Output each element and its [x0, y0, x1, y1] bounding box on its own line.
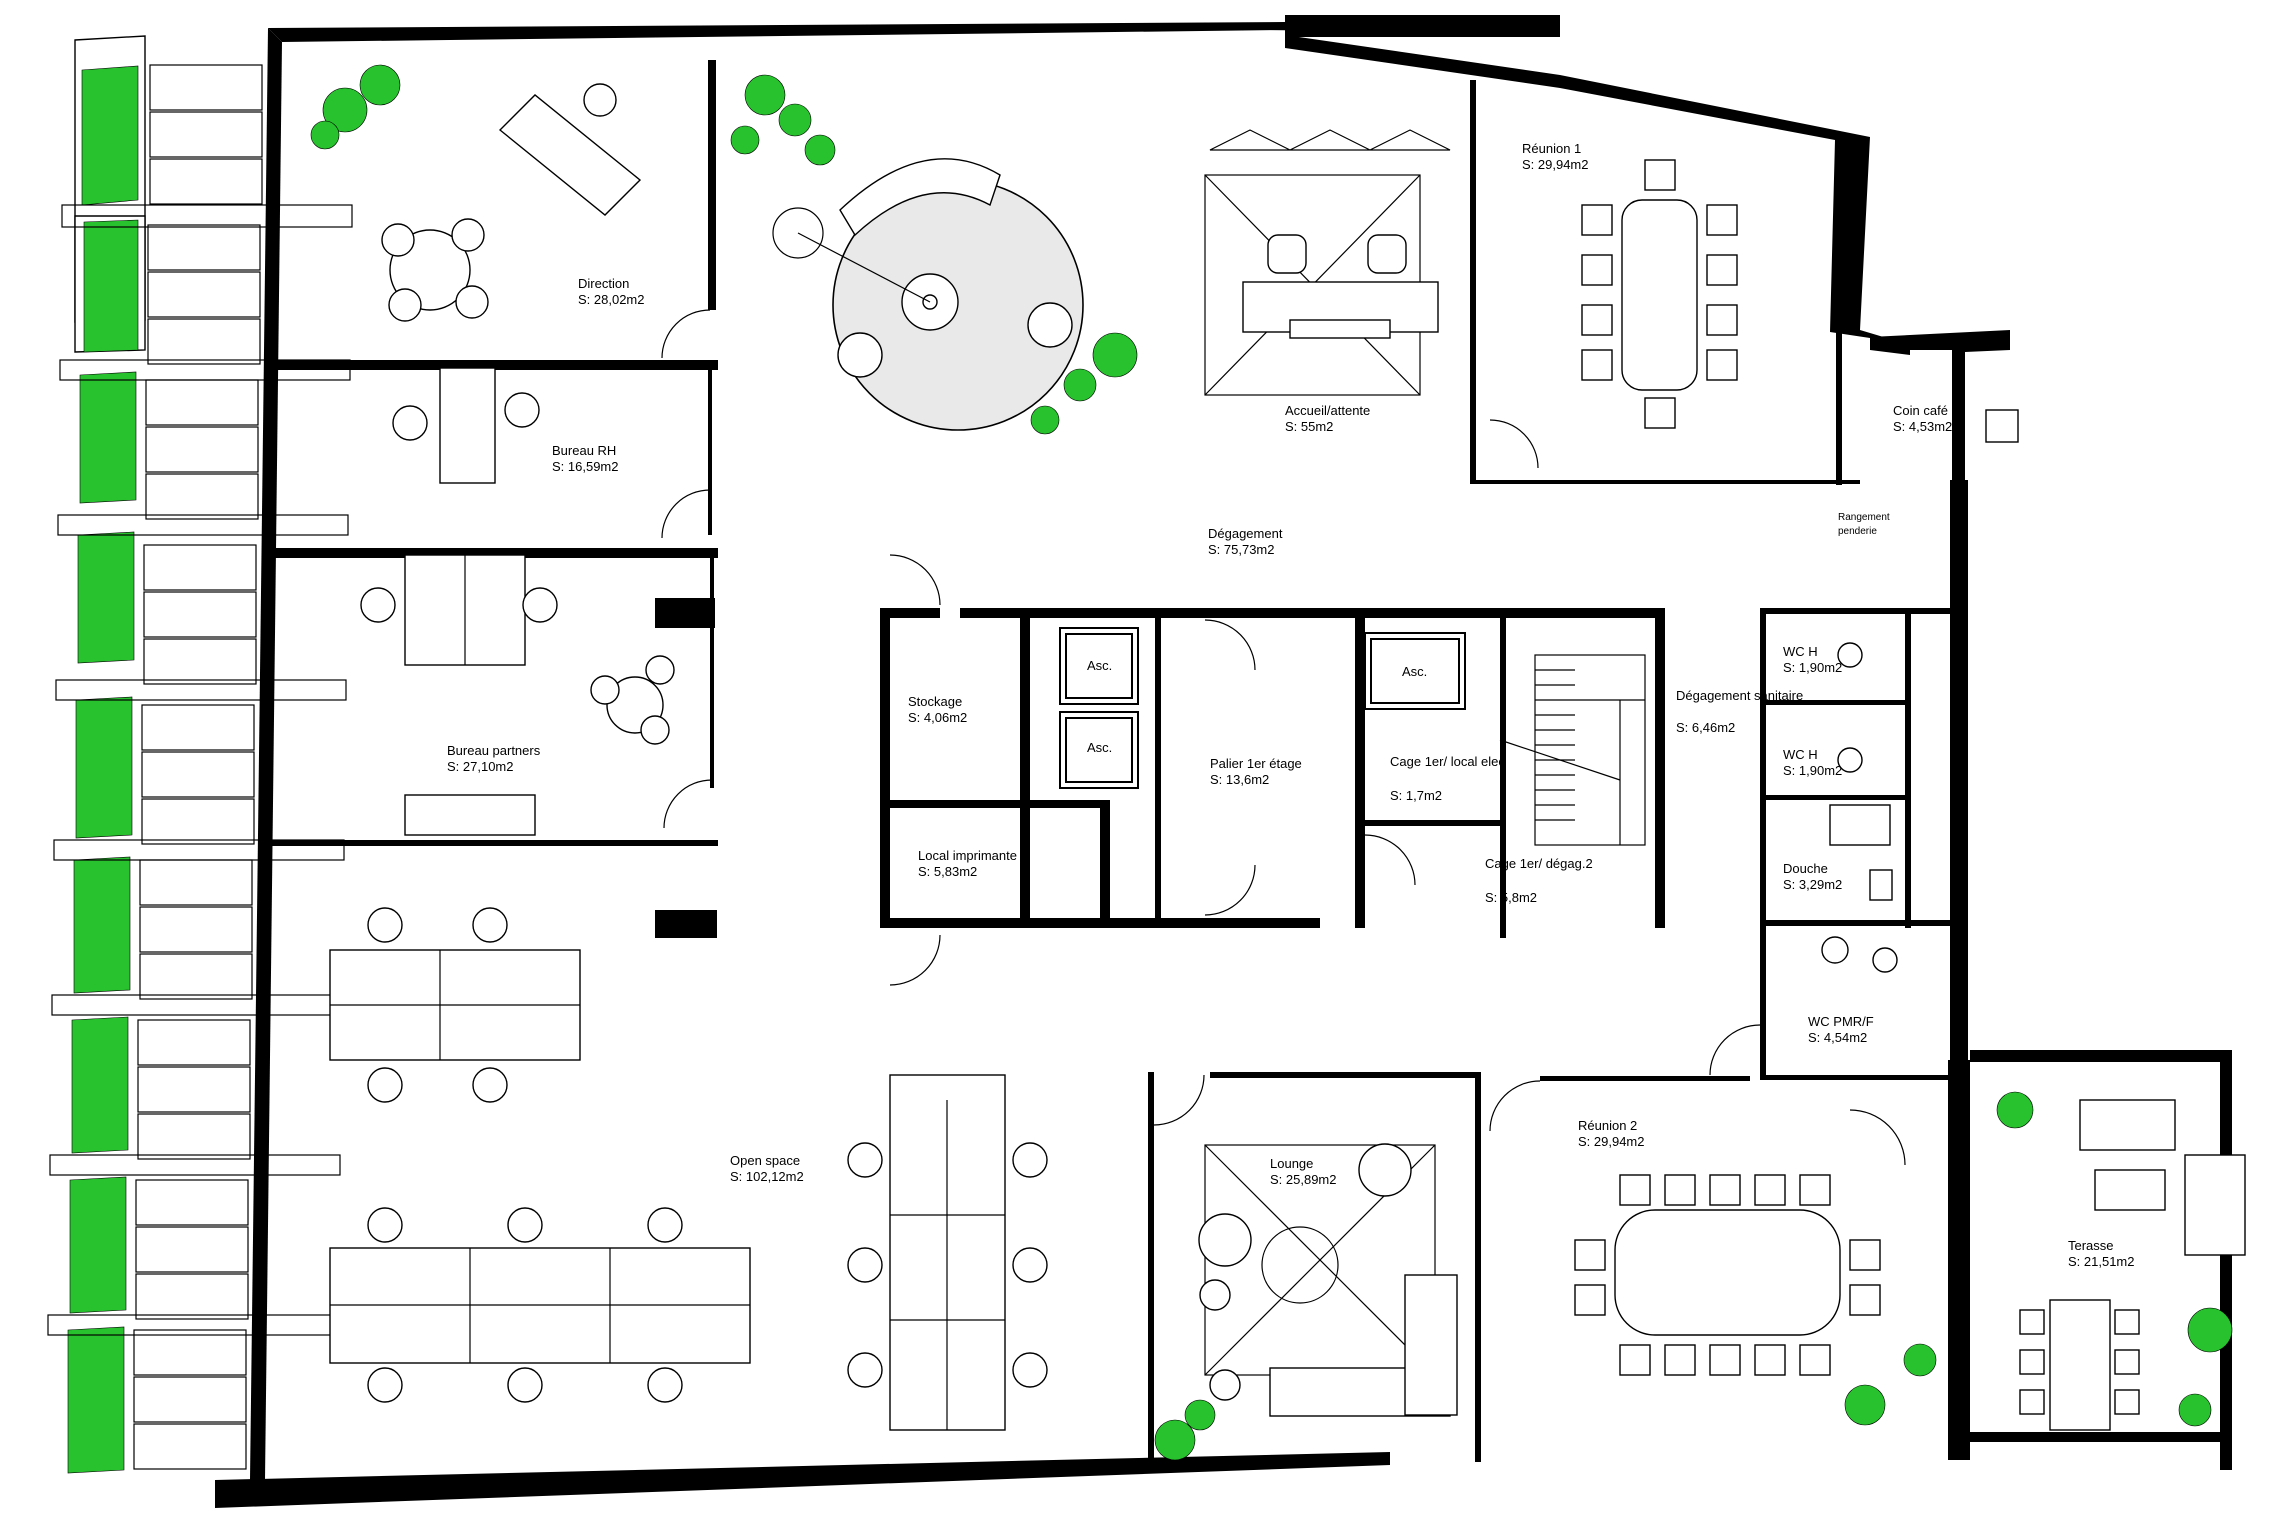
- room-local-imprimante-area: S: 5,83m2: [918, 864, 977, 879]
- room-bureau-partners-name: Bureau partners: [447, 743, 541, 758]
- room-bureau-partners-area: S: 27,10m2: [447, 759, 514, 774]
- room-open-space-name: Open space: [730, 1153, 800, 1168]
- lounge-furniture: [1198, 1143, 1458, 1417]
- room-cage-degag-area: S: 5,8m2: [1485, 890, 1537, 905]
- asc-label-3: Asc.: [1402, 664, 1427, 679]
- room-degagement-name: Dégagement: [1208, 526, 1283, 541]
- room-wc-h-1-name: WC H: [1783, 644, 1818, 659]
- room-accueil-name: Accueil/attente: [1285, 403, 1370, 418]
- reunion-1-table: [1581, 159, 1738, 429]
- room-wc-h-1-area: S: 1,90m2: [1783, 660, 1842, 675]
- interior-walls: [268, 60, 1950, 1462]
- room-palier-area: S: 13,6m2: [1210, 772, 1269, 787]
- room-stockage-name: Stockage: [908, 694, 962, 709]
- room-open-space-area: S: 102,12m2: [730, 1169, 804, 1184]
- room-coin-cafe-name: Coin café: [1893, 403, 1948, 418]
- terasse-furniture: [2019, 1099, 2246, 1431]
- room-reunion-2-name: Réunion 2: [1578, 1118, 1637, 1133]
- facade-hedge: [47, 35, 353, 1474]
- room-accueil-area: S: 55m2: [1285, 419, 1333, 434]
- sanitary-fixtures: [1821, 409, 2019, 973]
- doors: [661, 309, 1906, 1166]
- room-bureau-rh-area: S: 16,59m2: [552, 459, 619, 474]
- rangement-label-line1: Rangement: [1838, 512, 1890, 523]
- room-reunion-2-area: S: 29,94m2: [1578, 1134, 1645, 1149]
- room-wc-pmr-area: S: 4,54m2: [1808, 1030, 1867, 1045]
- room-cage-elec-name: Cage 1er/ local elec: [1390, 754, 1505, 769]
- asc-label-2: Asc.: [1087, 740, 1112, 755]
- room-cage-degag-name: Cage 1er/ dégag.2: [1485, 856, 1593, 871]
- room-wc-h-2-name: WC H: [1783, 747, 1818, 762]
- room-degagement-sanitaire-name: Dégagement sanitaire: [1676, 688, 1803, 703]
- room-wc-h-2-area: S: 1,90m2: [1783, 763, 1842, 778]
- room-degagement-area: S: 75,73m2: [1208, 542, 1275, 557]
- direction-furniture: [381, 83, 642, 322]
- room-douche-area: S: 3,29m2: [1783, 877, 1842, 892]
- room-cage-elec-area: S: 1,7m2: [1390, 788, 1442, 803]
- open-space-desks: [329, 907, 1048, 1431]
- room-stockage-area: S: 4,06m2: [908, 710, 967, 725]
- room-direction-name: Direction: [578, 276, 629, 291]
- staircase: [1499, 654, 1646, 846]
- room-direction-area: S: 28,02m2: [578, 292, 645, 307]
- room-terasse-area: S: 21,51m2: [2068, 1254, 2135, 1269]
- room-lounge-name: Lounge: [1270, 1156, 1313, 1171]
- rangement-label-line2: penderie: [1838, 526, 1877, 537]
- accueil-zone: [1204, 129, 1451, 396]
- room-coin-cafe-area: S: 4,53m2: [1893, 419, 1952, 434]
- reunion-2-table: [1574, 1174, 1881, 1376]
- elevators: [1059, 627, 1466, 789]
- room-degagement-sanitaire-area: S: 6,46m2: [1676, 720, 1735, 735]
- room-palier-name: Palier 1er étage: [1210, 756, 1302, 771]
- room-douche-name: Douche: [1783, 861, 1828, 876]
- room-labels: Direction S: 28,02m2 Bureau RH S: 16,59m…: [447, 141, 2135, 1269]
- asc-label-1: Asc.: [1087, 658, 1112, 673]
- room-lounge-area: S: 25,89m2: [1270, 1172, 1337, 1187]
- room-terasse-name: Terasse: [2068, 1238, 2114, 1253]
- plant-icons: [310, 64, 2233, 1461]
- lounge-rug: [772, 158, 1084, 431]
- room-reunion-1-area: S: 29,94m2: [1522, 157, 1589, 172]
- office-desks: [360, 367, 717, 938]
- room-local-imprimante-name: Local imprimante: [918, 848, 1017, 863]
- room-wc-pmr-name: WC PMR/F: [1808, 1014, 1874, 1029]
- room-reunion-1-name: Réunion 1: [1522, 141, 1581, 156]
- room-bureau-rh-name: Bureau RH: [552, 443, 616, 458]
